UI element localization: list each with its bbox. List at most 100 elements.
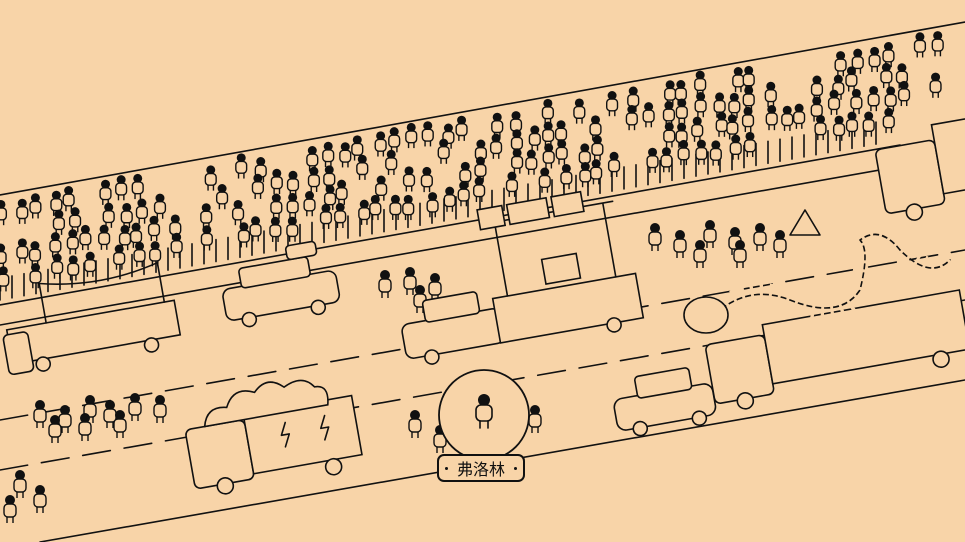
parade-walker[interactable]: [33, 485, 47, 513]
spectator[interactable]: [388, 127, 401, 153]
parade-walker[interactable]: [673, 230, 687, 258]
spectator[interactable]: [538, 167, 551, 193]
spectator[interactable]: [52, 209, 65, 235]
spectator[interactable]: [269, 216, 282, 242]
parade-walker[interactable]: [78, 413, 92, 441]
spectator[interactable]: [237, 222, 251, 248]
spectator[interactable]: [115, 175, 128, 201]
spectator[interactable]: [135, 198, 148, 224]
spectator[interactable]: [694, 70, 707, 96]
spectator[interactable]: [113, 244, 126, 270]
spectator[interactable]: [694, 92, 707, 118]
spectator[interactable]: [715, 111, 728, 137]
spectator[interactable]: [741, 106, 755, 132]
spectator[interactable]: [339, 142, 352, 168]
spectator[interactable]: [402, 194, 415, 221]
spectator[interactable]: [555, 139, 568, 165]
spectator[interactable]: [663, 122, 676, 148]
target-highlight-circle[interactable]: [438, 369, 530, 461]
spectator[interactable]: [743, 131, 757, 158]
spectator[interactable]: [405, 122, 418, 149]
parade-walker[interactable]: [113, 410, 127, 438]
spectator[interactable]: [542, 121, 555, 147]
spectator[interactable]: [66, 229, 79, 255]
spectator[interactable]: [455, 115, 468, 141]
spectator[interactable]: [742, 85, 755, 112]
spectator[interactable]: [832, 115, 846, 141]
spectator[interactable]: [369, 194, 382, 221]
spectator[interactable]: [646, 147, 659, 173]
spectator[interactable]: [99, 179, 112, 205]
spectator[interactable]: [334, 202, 347, 229]
spectator[interactable]: [781, 105, 794, 131]
spectator[interactable]: [573, 98, 586, 124]
spectator[interactable]: [153, 193, 167, 219]
spectator[interactable]: [505, 171, 519, 197]
parade-walker[interactable]: [648, 223, 662, 251]
spectator[interactable]: [560, 163, 573, 190]
spectator[interactable]: [303, 191, 316, 217]
spectator[interactable]: [307, 166, 321, 192]
spectator[interactable]: [231, 199, 245, 226]
parade-walkers[interactable]: [3, 220, 787, 523]
spectator[interactable]: [29, 263, 42, 289]
parade-walker[interactable]: [703, 220, 717, 248]
parade-walker[interactable]: [728, 227, 742, 255]
spectator[interactable]: [884, 86, 897, 112]
spectator[interactable]: [84, 251, 97, 277]
worm-float-truck[interactable]: [703, 289, 965, 414]
parade-walker[interactable]: [13, 470, 27, 498]
spectator[interactable]: [541, 98, 554, 125]
spectator[interactable]: [149, 241, 162, 267]
parade-walker[interactable]: [153, 395, 167, 423]
spectator[interactable]: [457, 181, 470, 207]
parade-walker[interactable]: [378, 270, 392, 298]
spectator[interactable]: [528, 125, 541, 151]
spectator[interactable]: [50, 190, 63, 216]
spectator[interactable]: [251, 173, 264, 199]
spectator[interactable]: [68, 207, 82, 233]
spectator[interactable]: [358, 199, 371, 225]
parade-walker[interactable]: [103, 400, 117, 428]
spectator[interactable]: [726, 114, 739, 140]
spectator[interactable]: [642, 102, 655, 128]
spectator[interactable]: [385, 149, 398, 175]
spectator[interactable]: [525, 149, 538, 175]
parade-walker[interactable]: [693, 240, 707, 268]
spectator[interactable]: [102, 202, 115, 228]
spectator[interactable]: [591, 135, 604, 161]
spectator[interactable]: [286, 170, 300, 196]
spectator[interactable]: [542, 143, 555, 169]
spectator[interactable]: [845, 111, 859, 137]
spectator[interactable]: [0, 199, 8, 226]
spectator[interactable]: [709, 140, 722, 166]
parade-walker[interactable]: [48, 415, 62, 443]
spectator[interactable]: [867, 85, 880, 112]
spectator[interactable]: [215, 184, 229, 210]
spectator[interactable]: [16, 238, 29, 264]
spectator[interactable]: [931, 31, 944, 57]
spectator[interactable]: [473, 176, 486, 203]
cloud-float-truck[interactable]: [179, 368, 364, 498]
spectator[interactable]: [286, 192, 299, 219]
spectator[interactable]: [0, 243, 7, 269]
stage-float-truck[interactable]: [384, 185, 645, 368]
spectator[interactable]: [200, 225, 213, 251]
spectator[interactable]: [270, 168, 283, 194]
spectator[interactable]: [677, 139, 690, 166]
spectator[interactable]: [851, 48, 864, 74]
spectator[interactable]: [389, 194, 402, 220]
spectator[interactable]: [204, 165, 217, 191]
spectator[interactable]: [437, 138, 450, 164]
spectator[interactable]: [589, 115, 602, 141]
spectator[interactable]: [607, 151, 621, 177]
spectator[interactable]: [675, 98, 688, 124]
parade-walker[interactable]: [33, 400, 47, 428]
spectator[interactable]: [28, 241, 42, 267]
spectator[interactable]: [170, 232, 183, 258]
parade-walker[interactable]: [773, 230, 787, 258]
spectator-crowd[interactable]: [0, 31, 944, 292]
spectator[interactable]: [131, 173, 144, 200]
spectator[interactable]: [49, 232, 62, 258]
spectator[interactable]: [98, 224, 111, 250]
